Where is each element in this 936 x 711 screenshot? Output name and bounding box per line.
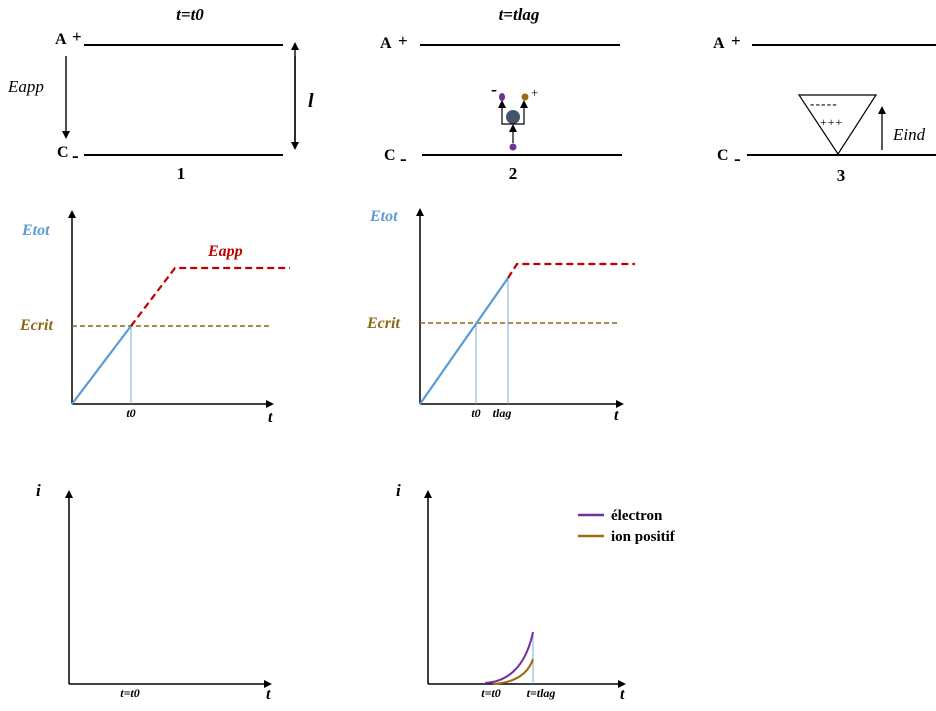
panel-1-gap-label: l	[308, 90, 314, 112]
field-plot-2-xlabel: t	[614, 407, 619, 424]
panel-3: A + C - - - - - - + + + Eind 3	[713, 31, 936, 185]
field-plot-2: Etot t Ecrit t0 tlag	[366, 208, 635, 424]
panel-1-number: 1	[177, 164, 186, 183]
current-plot-2-t0-label: t=t0	[481, 686, 501, 700]
new-electron	[499, 93, 505, 101]
split-arrow-left	[498, 100, 513, 125]
avalanche-pos-charges: + + +	[820, 115, 843, 129]
field-plot-1-t0-label: t0	[126, 406, 135, 420]
avalanche-neg-charges: - - - - -	[810, 96, 836, 111]
current-plot-2: i t t=t0 t=tlag électron ion positif	[396, 481, 676, 703]
legend-ion-label: ion positif	[611, 529, 676, 545]
field-plot-2-ramp	[419, 277, 509, 405]
panel-3-eind-label: Eind	[892, 125, 926, 144]
new-ion	[521, 93, 529, 101]
field-plot-1-xlabel: t	[268, 409, 273, 426]
panel-1-cathode-label: C	[57, 144, 69, 161]
current-plot-2-tlag-label: t=tlag	[527, 686, 556, 700]
panel-1-cathode-sign: -	[72, 145, 79, 167]
panel-3-anode-sign: +	[731, 31, 741, 50]
ion-sign: +	[531, 85, 538, 100]
panel-1: t=t0 A + C - Eapp l 1	[7, 5, 314, 183]
field-plot-1-ramp	[71, 325, 132, 405]
field-plot-1-eapp-curve	[130, 266, 290, 327]
split-arrow-right	[513, 100, 528, 125]
current-plot-2-ion-curve	[492, 658, 534, 685]
field-plot-2-t0-label: t0	[471, 406, 480, 420]
field-plot-2-tlag-label: tlag	[493, 406, 512, 420]
panel-1-anode-label: A	[55, 31, 67, 48]
current-plot-2-xlabel: t	[620, 686, 625, 703]
panel-2-anode-label: A	[380, 35, 392, 52]
panel-2-cathode-sign: -	[400, 148, 407, 170]
electron-sign: -	[491, 79, 497, 99]
field-plot-1: Etot t Ecrit Eapp t0	[19, 210, 290, 426]
field-plot-1-app-label: Eapp	[207, 243, 243, 260]
panel-1-title: t=t0	[176, 5, 204, 24]
panel-1-anode-sign: +	[72, 27, 82, 46]
field-plot-2-ylabel: Etot	[369, 208, 398, 225]
legend: électron ion positif	[578, 508, 676, 545]
current-plot-1-t0-label: t=t0	[120, 686, 140, 700]
legend-electron-label: électron	[611, 508, 663, 524]
seed-electron	[509, 143, 517, 151]
panel-3-cathode-label: C	[717, 147, 729, 164]
panel-2-number: 2	[509, 164, 518, 183]
field-plot-2-eapp-curve	[507, 262, 635, 279]
panel-2-anode-sign: +	[398, 31, 408, 50]
current-plot-1-xlabel: t	[266, 686, 271, 703]
current-plot-1-ylabel: i	[36, 481, 41, 500]
panel-3-cathode-sign: -	[734, 148, 741, 170]
panel-2: t=tlag A + C - - + 2	[380, 5, 622, 183]
panel-1-eapp-label: Eapp	[7, 77, 44, 96]
panel-3-number: 3	[837, 166, 846, 185]
field-plot-1-crit-label: Ecrit	[19, 317, 53, 334]
neutral-molecule	[506, 110, 520, 124]
current-plot-1: i t t=t0	[36, 481, 272, 703]
field-plot-2-crit-label: Ecrit	[366, 315, 400, 332]
field-plot-1-ylabel: Etot	[21, 222, 50, 239]
current-plot-2-ylabel: i	[396, 481, 401, 500]
panel-3-anode-label: A	[713, 35, 725, 52]
avalanche-cone	[797, 94, 878, 156]
panel-2-title: t=tlag	[499, 5, 540, 24]
current-plot-2-electron-curve	[484, 631, 534, 684]
panel-2-cathode-label: C	[384, 147, 396, 164]
